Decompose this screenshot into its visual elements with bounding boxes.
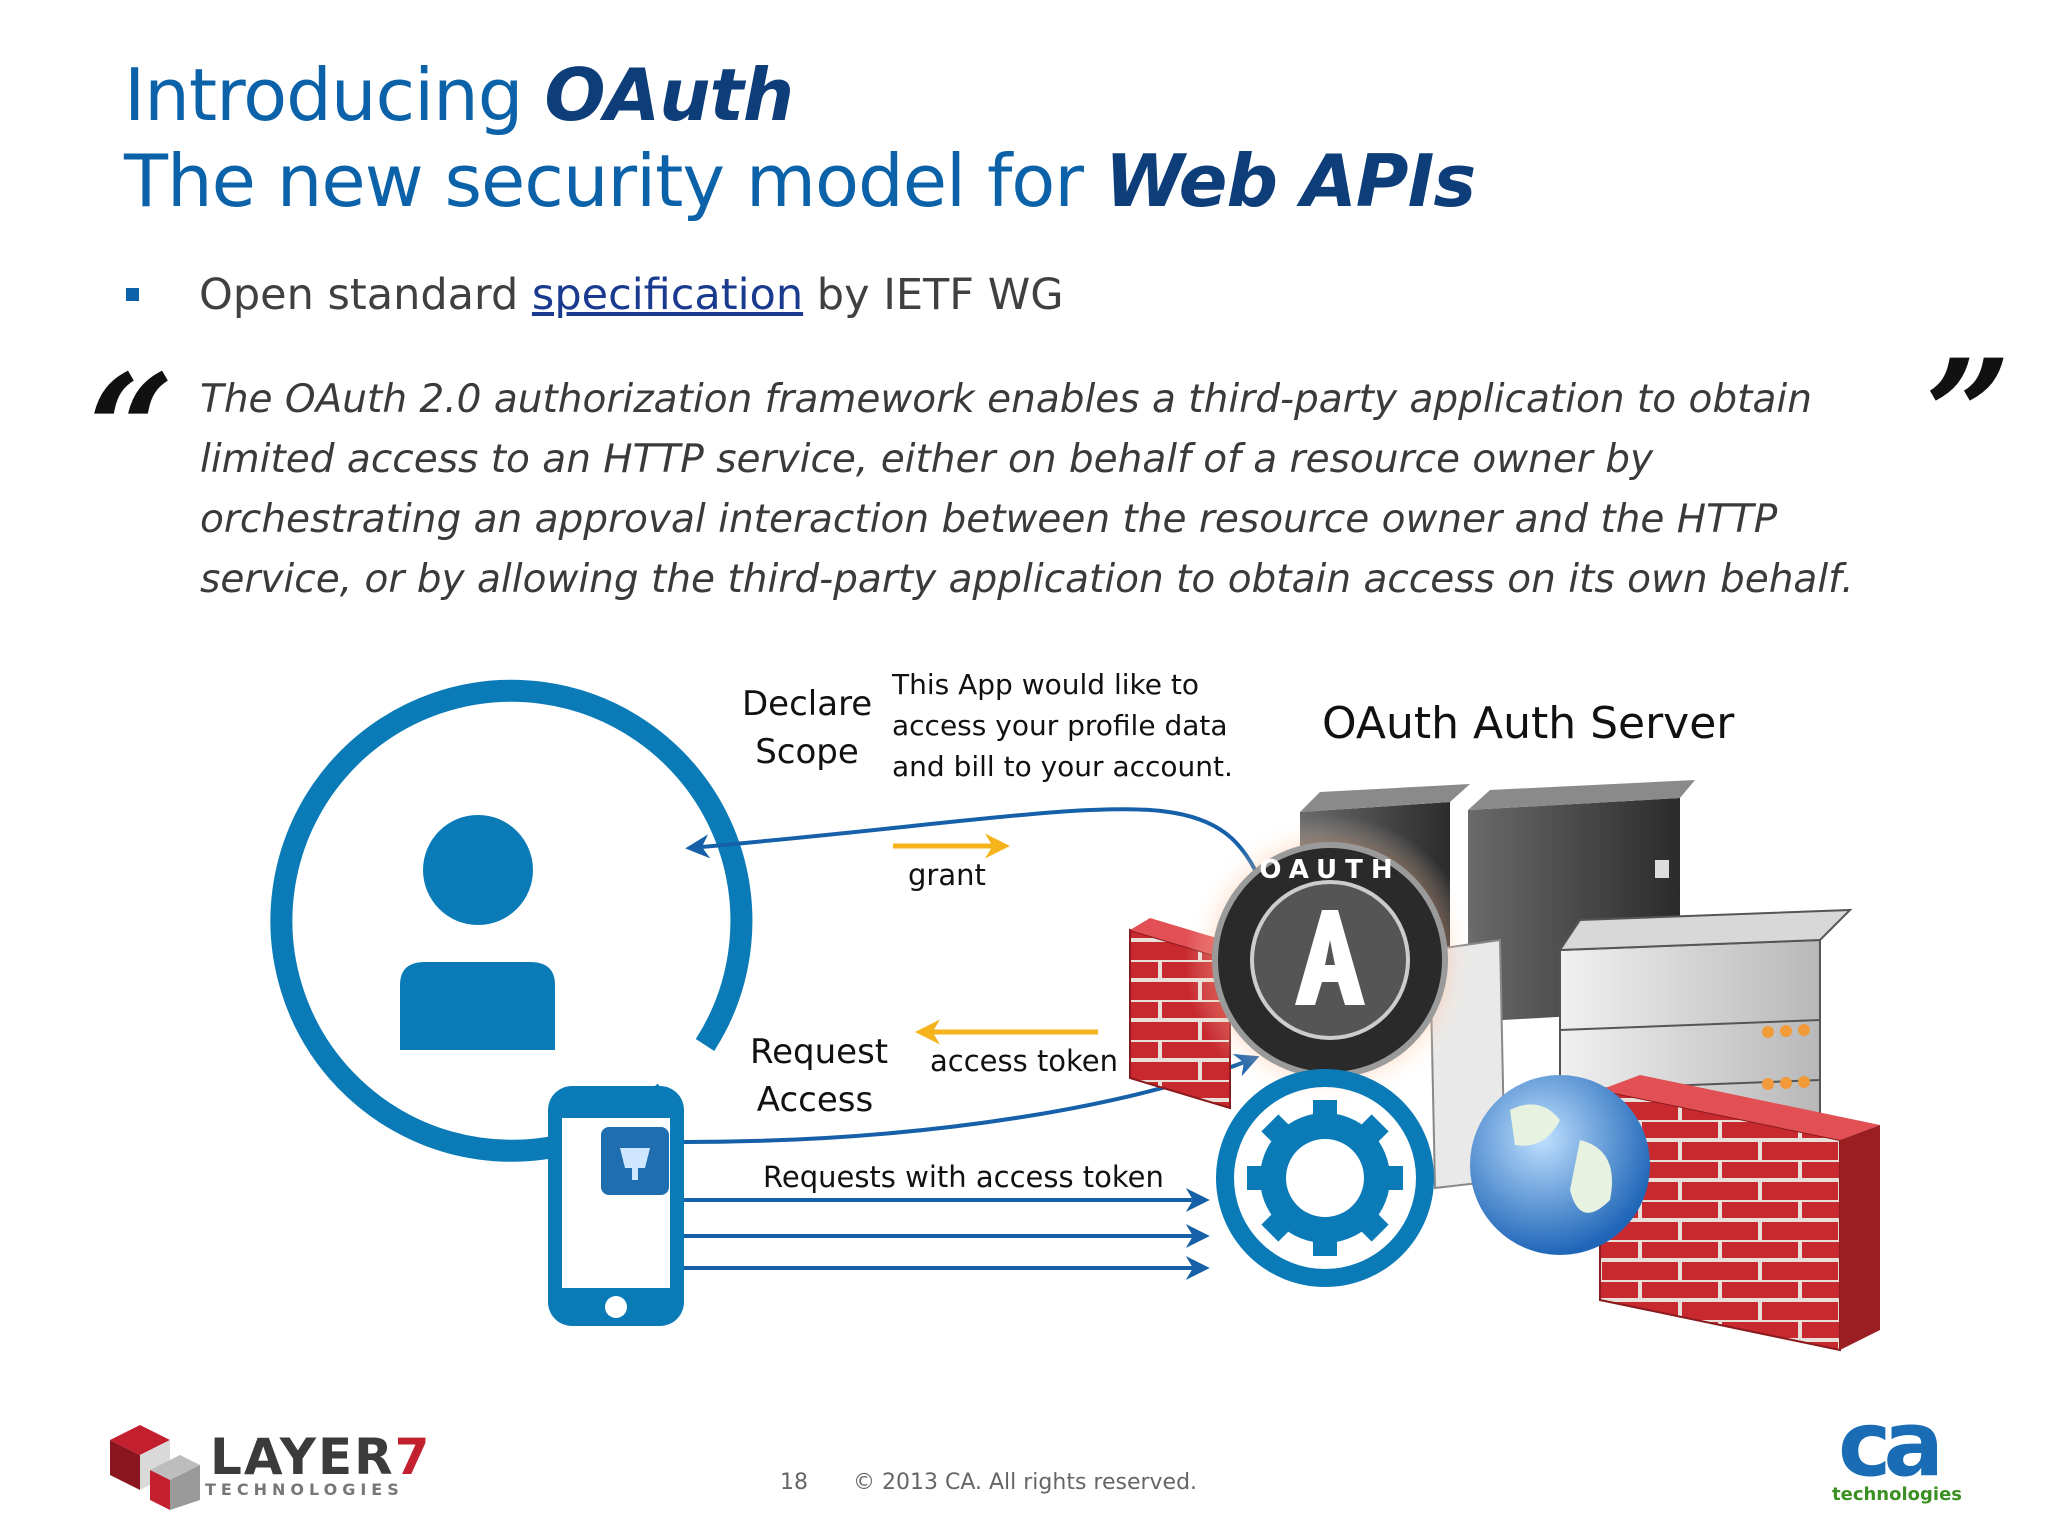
declare-scope-label: Declare Scope [742,684,873,772]
slide-title: Introducing OAuth The new security model… [124,52,1476,224]
title-emphasis-web-apis: Web APIs [1104,139,1476,223]
quote-open-mark: “ [88,342,175,518]
footer: 18 © 2013 CA. All rights reserved. [780,1470,1197,1495]
auth-server-title: OAuth Auth Server [1322,698,1735,749]
grant-label: grant [908,858,986,892]
bullet-marker [126,288,139,301]
bullet-item: Open standard specification by IETF WG [126,270,1064,320]
quote-close-mark: ” [1925,327,2012,503]
scope-note: This App would like to access your profi… [892,668,1233,783]
title-line-2: The new security model for Web APIs [124,139,1476,223]
phone-icon [548,1086,684,1326]
title-line-1: Introducing OAuth [124,53,794,137]
scope-arrow [685,807,1264,886]
oauth-badge-icon [1212,842,1448,1078]
title-emphasis-oauth: OAuth [544,53,794,137]
globe-icon [1470,1075,1650,1255]
specification-link[interactable]: specification [531,270,804,320]
firewall-right-icon [1599,1075,1880,1352]
gear-icon [1216,1069,1434,1287]
layer7-logo-icon [110,1425,200,1510]
layer7-logo-subtext: TECHNOLOGIES [205,1480,404,1499]
user-icon [270,679,753,1162]
quote-text: The OAuth 2.0 authorization framework en… [200,377,1854,602]
badge-text: OAUTH [1259,855,1400,885]
copyright: © 2013 CA. All rights reserved. [853,1470,1198,1495]
request-access-label: Request Access [750,1032,889,1120]
layer7-logo-text: LAYER7 [210,1428,432,1486]
page-number: 18 [780,1470,808,1495]
access-token-label: access token [930,1044,1119,1078]
requests-with-token-label: Requests with access token [763,1160,1164,1194]
ca-logo-text: ca [1838,1392,1944,1497]
ca-logo-subtext: technologies [1832,1484,1962,1505]
